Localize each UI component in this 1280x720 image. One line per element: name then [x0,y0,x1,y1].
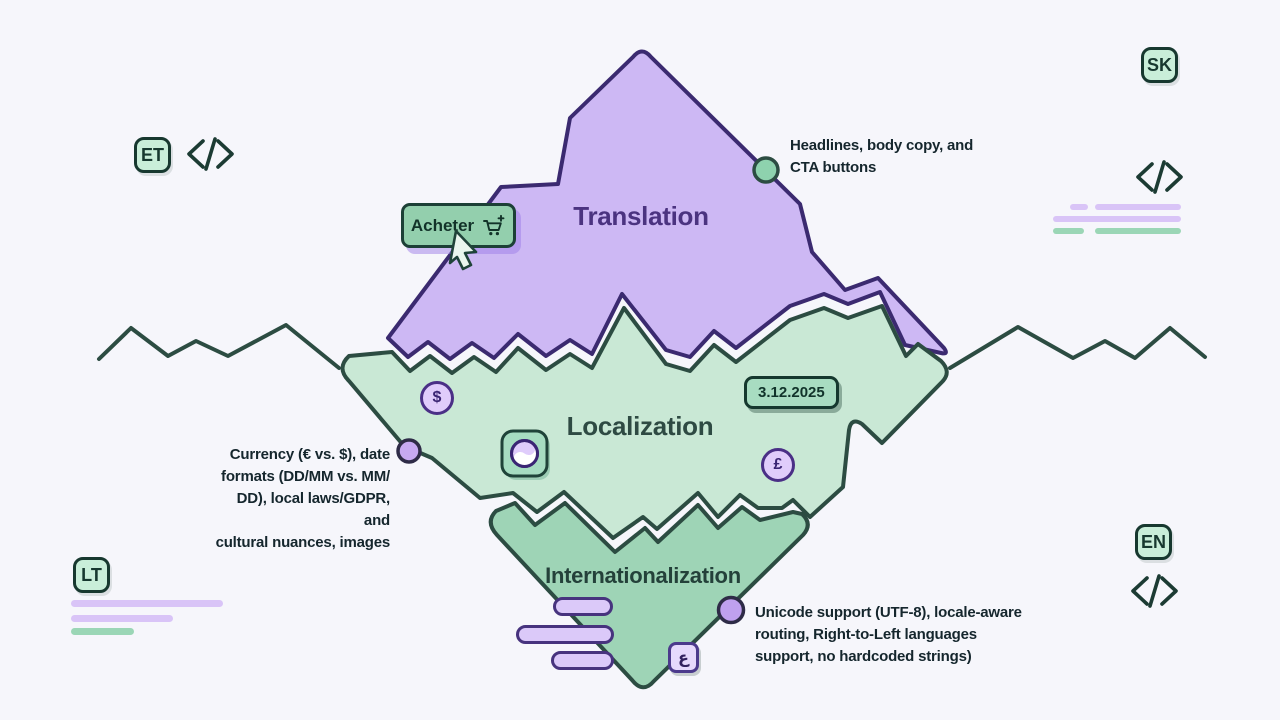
translation-annotation: Headlines, body copy, and CTA buttons [790,135,1000,179]
connector-dot-internationalization [716,595,746,625]
code-icon [187,137,234,171]
connector-dot-localization [396,438,422,464]
dollar-coin: $ [420,381,454,415]
yin-yang-icon [500,429,550,480]
annotation-line: CTA buttons [790,159,877,176]
code-icon [1136,160,1183,194]
decor-line [71,600,223,607]
decor-line [1095,204,1181,210]
connector-dot-translation [752,156,780,184]
localization-annotation: Currency (€ vs. $), date formats (DD/MM … [208,444,391,554]
acheter-button-label: Acheter [410,215,475,235]
language-badge-et: ET [134,137,171,173]
zigzag-line-left [97,323,341,370]
annotation-line: routing, Right-to-Left languages [755,626,977,643]
translation-title: Translation [573,201,709,231]
decor-line [1053,228,1084,234]
annotation-line: Unicode support (UTF-8), locale-aware [755,604,1022,621]
pound-coin: £ [761,448,795,482]
localization-title: Localization [566,411,714,441]
annotation-line: support, no hardcoded strings) [755,648,972,665]
internationalization-mountain [488,501,810,690]
language-badge-lt: LT [73,557,110,593]
internationalization-annotation: Unicode support (UTF-8), locale-aware ro… [755,602,1040,668]
date-badge: 3.12.2025 [744,376,839,409]
language-badge-en: EN [1135,524,1172,560]
skeleton-text-bar [551,651,614,670]
code-icon [1131,574,1178,608]
acheter-button[interactable]: Acheter [401,203,516,248]
internationalization-title: Internationalization [545,563,741,588]
cart-plus-icon [483,214,505,236]
arabic-letter-badge: ع [668,642,699,673]
annotation-line: formats (DD/MM vs. MM/ [221,468,390,485]
skeleton-text-bar [553,597,613,616]
annotation-line: Currency (€ vs. $), date [229,446,390,463]
decor-line [1053,216,1181,222]
decor-line [1070,204,1088,210]
annotation-line: cultural nuances, images [215,534,391,551]
language-badge-sk: SK [1141,47,1178,83]
cursor-icon [448,229,478,271]
annotation-line: Headlines, body copy, and [790,137,974,154]
skeleton-text-bar [516,625,614,644]
decor-line [1095,228,1181,234]
zigzag-line-right [948,325,1207,370]
annotation-line: DD), local laws/GDPR, and [236,490,391,529]
decor-line [71,628,134,635]
decor-line [71,615,173,622]
translation-mountain [386,49,948,361]
